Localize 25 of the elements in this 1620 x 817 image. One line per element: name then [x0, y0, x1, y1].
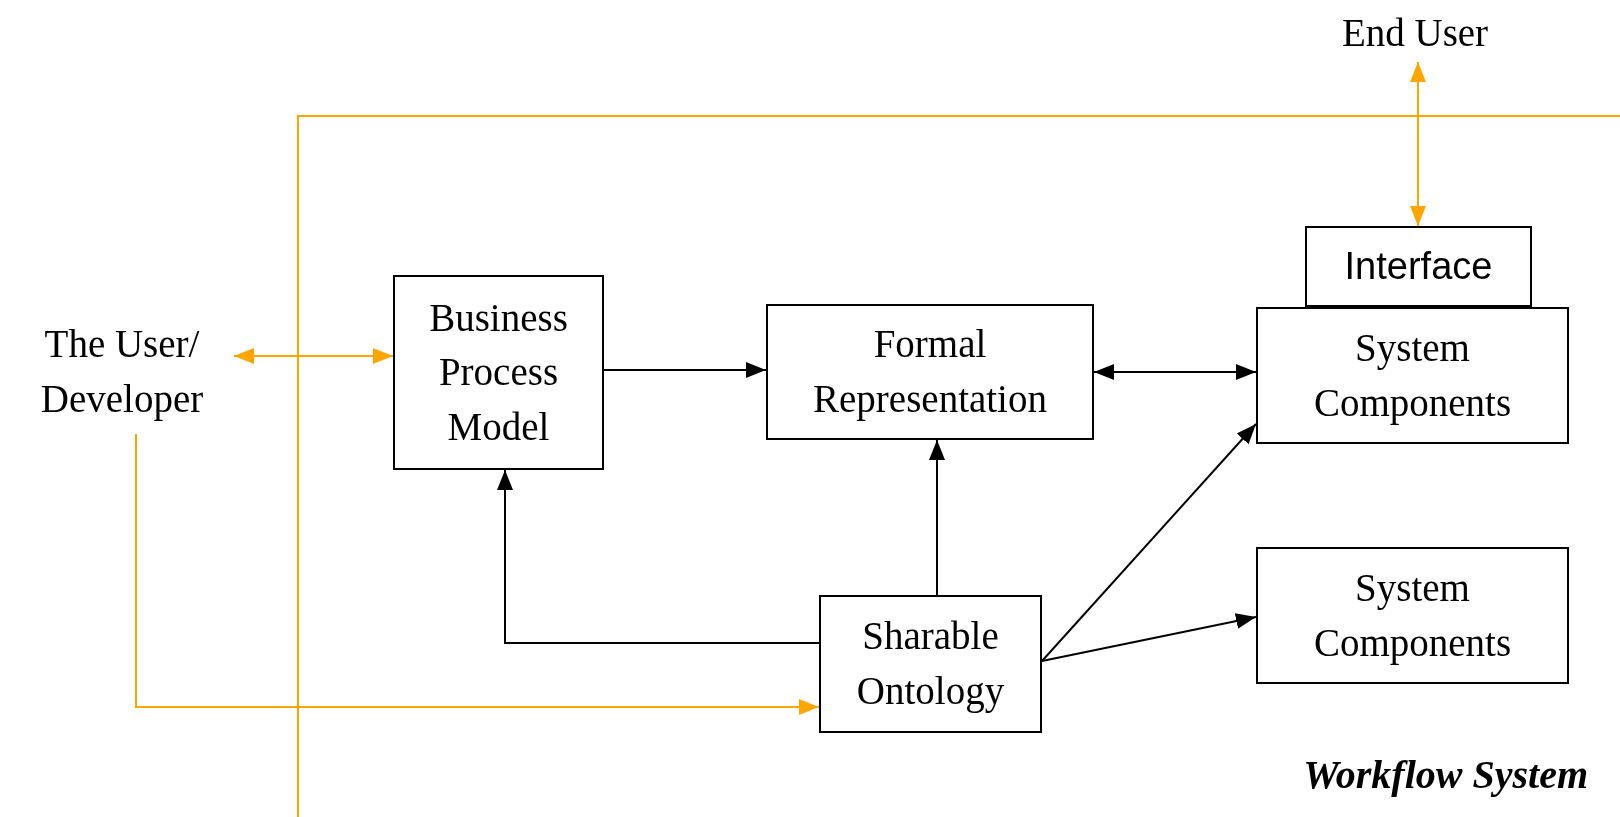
arrow: [497, 469, 820, 644]
box-label: System Components: [1312, 324, 1513, 427]
arrow: [1093, 364, 1257, 380]
system-boundary: [297, 115, 1620, 817]
process-box: [1256, 547, 1569, 684]
text-label: End User: [1312, 5, 1518, 62]
arrow: [1041, 423, 1257, 662]
arrow: [1410, 61, 1426, 227]
arrow: [929, 439, 945, 596]
arrow: [1041, 613, 1257, 662]
interface-box: [1305, 226, 1532, 307]
text-label: The User/ Developer: [10, 310, 234, 434]
box-label: Interface: [1344, 243, 1493, 289]
process-box: [393, 275, 604, 470]
box-label: Formal Representation: [812, 321, 1048, 423]
process-box: [766, 304, 1094, 440]
box-label: System Components: [1312, 564, 1513, 667]
box-label: Business Process Model: [428, 294, 569, 450]
boundary-title: Workflow System: [1303, 751, 1588, 799]
process-box: [1256, 307, 1569, 444]
process-box: [819, 595, 1042, 733]
box-label: Sharable Ontology: [855, 613, 1006, 715]
arrow: [135, 433, 820, 715]
arrow: [233, 348, 394, 364]
arrow: [603, 362, 767, 378]
